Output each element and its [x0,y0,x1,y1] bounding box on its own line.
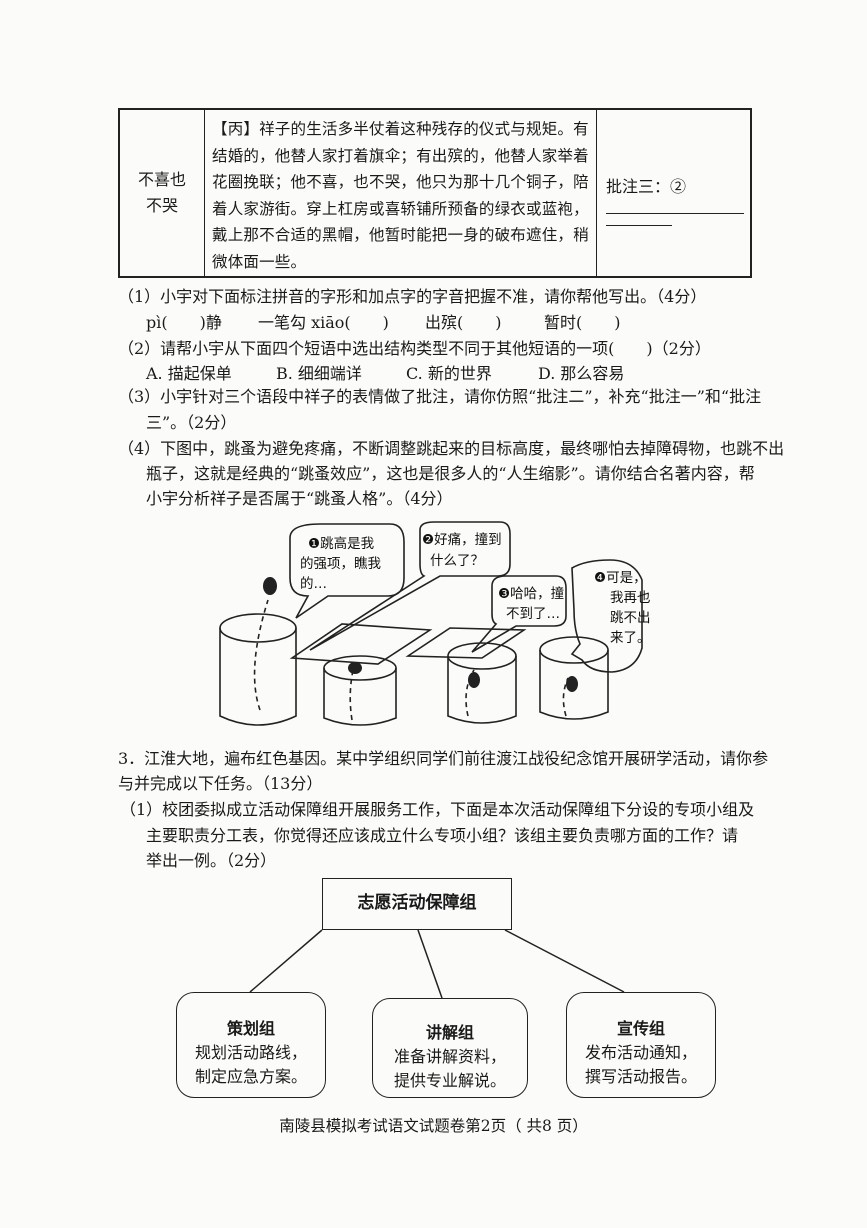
q1-item-3: 出殡( ) [425,313,502,332]
org-root-box: 志愿活动保障组 [322,878,512,930]
bubble-3-line2: 不到了… [506,606,560,622]
q1-title: （1）小宇对下面标注拼音的字形和加点字的字音把握不准，请你帮他写出。（4分） [118,287,707,306]
guide-name: 讲解组 [425,1023,474,1042]
annotation-blank-line [606,213,744,214]
q2-option-c: C. 新的世界 [406,364,492,383]
table-label-cell: 不喜也 不哭 [120,110,204,276]
q2-option-d: D. 那么容易 [538,364,625,383]
bottle-2 [323,655,397,726]
glass-plate-1 [289,623,433,665]
bubble-4-line4: 来了。 [610,630,650,646]
annotation-three: 批注三：② [606,174,750,226]
org-root-label: 志愿活动保障组 [357,893,477,913]
q4-line1: （4）下图中，跳蚤为避免疼痛，不断调整跳起来的目标高度，最终哪怕去掉障碍物，也跳… [118,439,785,458]
bubble-2-shape [309,521,511,651]
q2-option-b: B. 细细端详 [276,364,362,383]
q2-title: （2）请帮小宇从下面四个短语中选出结构类型不同于其他短语的一项( )（2分） [118,339,711,358]
sec3-sub1-line3: 举出一例。（2分） [146,851,277,870]
publicity-duty2: 撰写活动报告。 [584,1067,697,1086]
q3-line2: 三”。（2分） [146,413,237,432]
q1-item-4: 暂时( ) [544,313,621,332]
bubble-4-line2: 我再也 [610,590,650,606]
q4-line2: 瓶子，这就是经典的“跳蚤效应”，这也是很多人的“人生缩影”。请你结合名著内容，帮 [146,464,755,483]
bottle-4 [539,636,609,720]
bubble-1-shape [289,523,405,619]
sec3-line2: 与并完成以下任务。（13分） [118,774,323,793]
sec3-line1: 3．江淮大地，遍布红色基因。某中学组织同学们前往渡江战役纪念馆开展研学活动，请你… [118,749,769,768]
q1-item-2: 一笔勾 xiāo( ) [258,313,389,332]
bubble-4-shape [570,559,643,673]
bubble-1-line3: 的… [300,576,327,592]
guide-duty1: 准备讲解资料， [393,1047,506,1066]
publicity-duty1: 发布活动通知， [584,1043,697,1062]
flea-icons [263,577,578,692]
label-line2: 不哭 [145,196,178,215]
label-line1: 不喜也 [137,170,186,189]
sec3-sub1-line1: （1）校团委拟成立活动保障组开展服务工作，下面是本次活动保障组下分设的专项小组及 [120,800,755,819]
planning-duty1: 规划活动路线， [194,1043,307,1062]
sec3-sub1-line2: 主要职责分工表，你觉得还应该成立什么专项小组？该组主要负责哪方面的工作？请 [146,826,739,845]
bubble-1-line2: 的强项，瞧我 [300,556,381,572]
glass-plate-2 [405,627,527,659]
org-group-publicity: 宣传组 发布活动通知， 撰写活动报告。 [566,992,716,1098]
q1-item-1: pì( )静 [146,313,222,332]
bubble-4-line3: 跳不出 [610,610,650,626]
q4-line3: 小宇分析祥子是否属于“跳蚤人格”。（4分） [146,489,453,508]
guide-duty2: 提供专业解说。 [393,1071,506,1090]
page-footer: 南陵县模拟考试语文试题卷第2页（ 共8 页） [279,1117,588,1135]
annotation-label: 批注三：② [606,177,687,196]
bottle-3 [447,642,517,724]
passage-table: 不喜也 不哭 【丙】祥子的生活多半仗着这种残存的仪式与规矩。有结婚的，他替人家打… [118,108,752,278]
publicity-name: 宣传组 [616,1019,665,1038]
flea-cartoon: ❶跳高是我 的强项，瞧我 的… ❷好痛，撞到 什么了？ ❸哈哈，撞 不到了… ❹… [219,521,650,726]
planning-name: 策划组 [226,1019,275,1038]
q2-option-a: A. 描起保单 [146,364,232,383]
bubble-4-line1: ❹可是， [594,570,647,586]
bottle-1 [219,599,297,726]
bubble-3-shape [471,575,567,653]
passage-text: 【丙】祥子的生活多半仗着这种残存的仪式与规矩。有结婚的，他替人家打着旗伞；有出殡… [212,120,589,271]
bubble-2-line1: ❷好痛，撞到 [422,531,502,548]
org-group-planning: 策划组 规划活动路线， 制定应急方案。 [176,992,326,1098]
q3-line1: （3）小宇针对三个语段中祥子的表情做了批注，请你仿照“批注二”，补充“批注一”和… [118,387,762,406]
bubble-2-line2: 什么了？ [430,553,484,569]
bubble-1-line1: ❶跳高是我 [308,535,375,552]
org-group-guide: 讲解组 准备讲解资料， 提供专业解说。 [372,998,528,1098]
planning-duty2: 制定应急方案。 [194,1067,307,1086]
bubble-3-line1: ❸哈哈，撞 [498,586,564,602]
annotation-blank [606,207,672,226]
